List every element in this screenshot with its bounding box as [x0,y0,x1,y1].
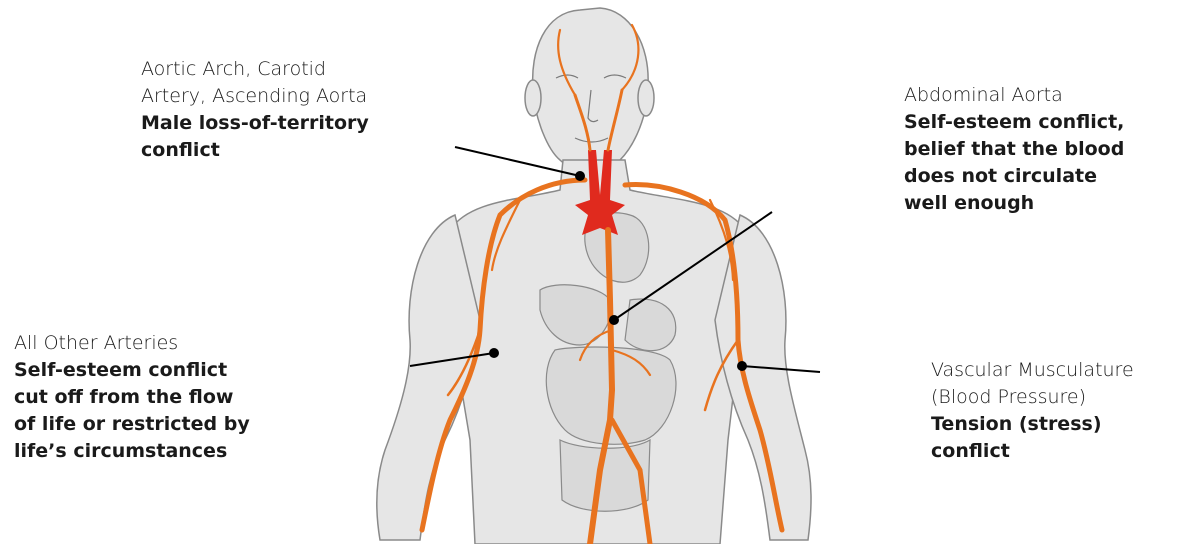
dot-vascular-muscle [737,361,747,371]
callout-conflict-line: of life or restricted by [14,411,284,438]
dot-other-arteries [489,348,499,358]
callout-conflict-line: Male loss-of-territory [141,110,401,137]
dot-aortic-arch [575,171,585,181]
callout-conflict-line: Self-esteem conflict, [904,109,1144,136]
callout-title-line: (Blood Pressure) [931,384,1181,411]
callout-conflict-line: cut off from the flow [14,384,284,411]
callout-conflict-line: Self-esteem conflict [14,357,284,384]
callout-vascular-musculature: Vascular Musculature (Blood Pressure) Te… [931,357,1181,465]
callout-other-arteries: All Other Arteries Self-esteem conflict … [14,330,284,465]
callout-conflict-line: Tension (stress) conflict [931,411,1181,465]
callout-title-line: Abdominal Aorta [904,82,1144,109]
callout-conflict-line: conflict [141,137,401,164]
callout-conflict-line: well enough [904,190,1144,217]
callout-aortic-arch: Aortic Arch, Carotid Artery, Ascending A… [141,56,401,164]
callout-title-line: Aortic Arch, Carotid [141,56,401,83]
callout-title-line: Artery, Ascending Aorta [141,83,401,110]
callout-conflict-line: belief that the blood [904,136,1144,163]
callout-title-line: All Other Arteries [14,330,284,357]
callout-title-line: Vascular Musculature [931,357,1181,384]
callout-conflict-line: does not circulate [904,163,1144,190]
dot-abdominal-aorta [609,315,619,325]
callout-conflict-line: life’s circumstances [14,438,284,465]
callout-abdominal-aorta: Abdominal Aorta Self-esteem conflict, be… [904,82,1144,217]
